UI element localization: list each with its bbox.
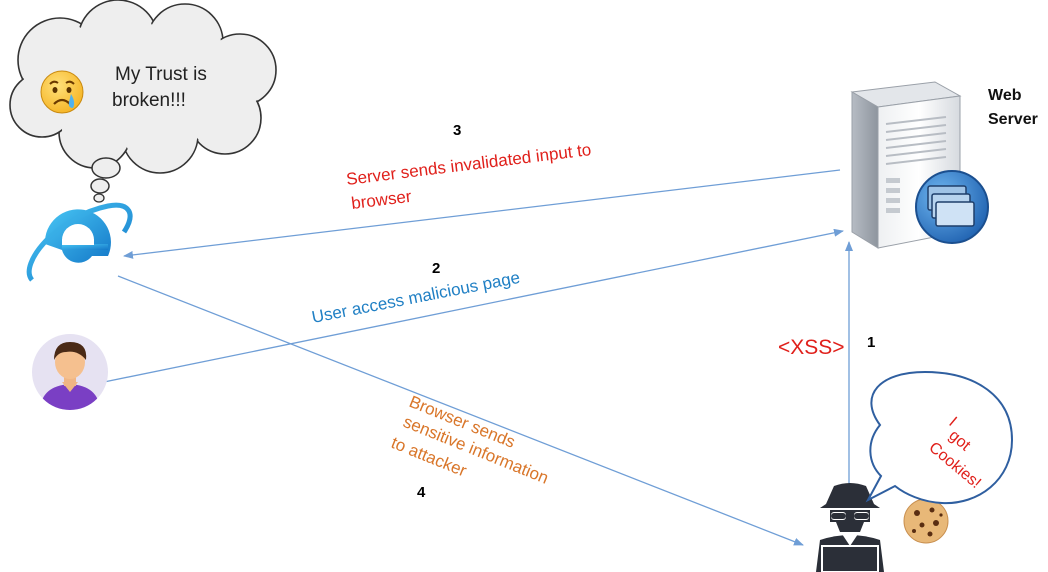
step-1-number: 1 [867, 334, 875, 351]
server-label-line-1: Web [988, 87, 1022, 104]
server-windows-badge-icon [915, 170, 989, 244]
web-server-icon [850, 81, 989, 249]
thought-tail-large [91, 157, 121, 179]
step-3-label-line-2: browser [350, 187, 413, 213]
thought-line-2: broken!!! [112, 90, 186, 111]
cookie-icon [903, 498, 949, 544]
attacker-speech-bubble: I got Cookies! [865, 370, 1014, 505]
thought-tail-medium [90, 178, 110, 194]
step-3-label-line-1: Server sends invalidated input to [345, 140, 592, 189]
crying-face-icon [40, 70, 84, 114]
thought-cloud: My Trust is broken!!! [9, 0, 277, 203]
thought-tail-small [93, 193, 105, 203]
step-3-number: 3 [453, 122, 461, 139]
arrow-step-3-server-to-browser [123, 169, 841, 259]
thought-line-1: My Trust is [115, 64, 207, 85]
step-1-xss-tag: <XSS> [778, 336, 845, 359]
step-4-number: 4 [417, 484, 426, 501]
hacker-icon [816, 483, 884, 572]
server-label-line-2: Server [988, 111, 1038, 128]
arrow-step-4-browser-to-attacker [117, 275, 804, 546]
step-2-number: 2 [432, 260, 440, 277]
user-avatar-icon [32, 334, 108, 410]
internet-explorer-icon [26, 202, 133, 282]
arrow-step-2-user-to-server [103, 228, 844, 383]
